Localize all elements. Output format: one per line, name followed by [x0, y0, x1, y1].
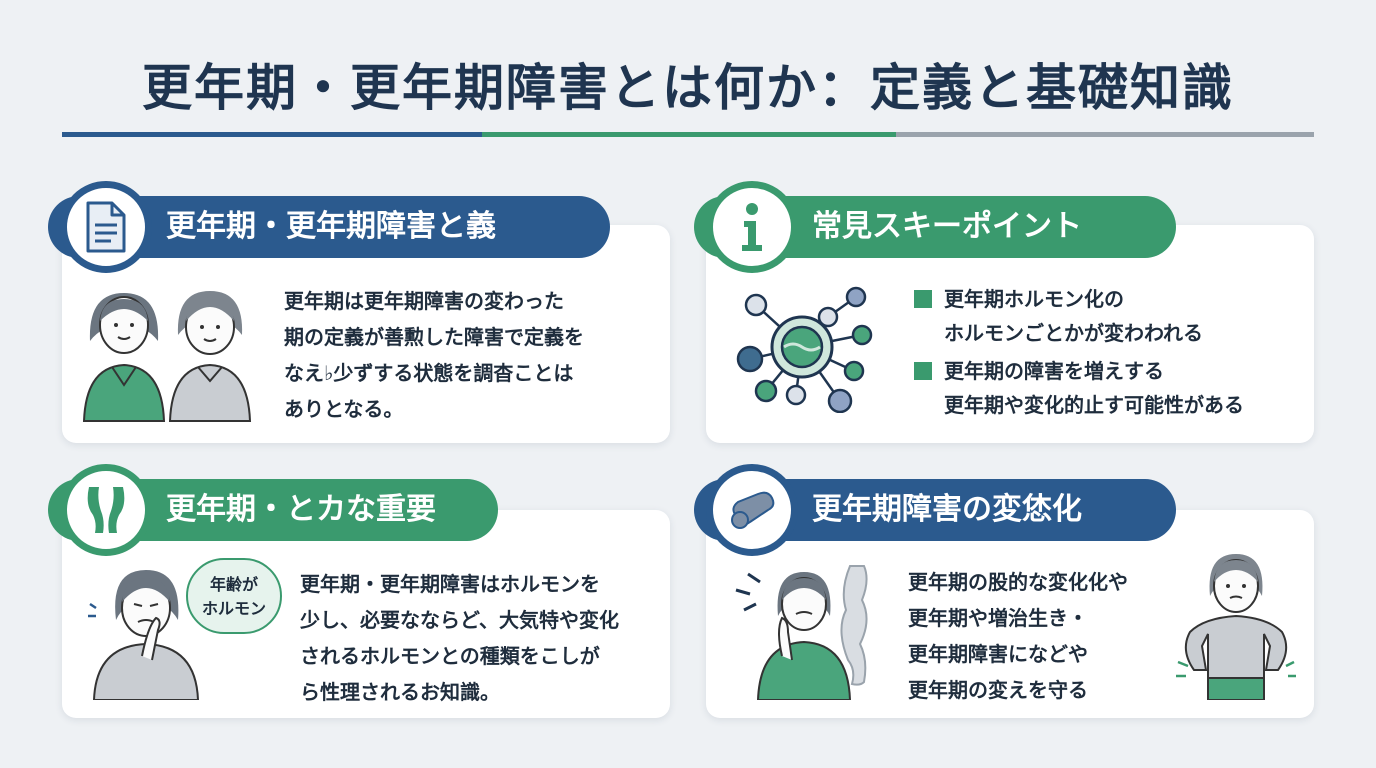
text-line: ありとなる。 [284, 397, 404, 421]
speech-line: ホルモン [201, 599, 266, 618]
text-line: 期の定義が善勲した障害で定義を [284, 325, 584, 349]
bullet-line: 更年期ホルモン化の [944, 287, 1124, 311]
speech-line: 年齢が [209, 575, 258, 594]
importance-badge [60, 464, 152, 556]
text-line: 更年期障害になどや [908, 642, 1088, 666]
page-title: 更年期・更年期障害とは何か：定義と基礎知識 [142, 59, 1234, 117]
text-line: ら性理されるお知識。 [300, 680, 500, 704]
text-line: 更年期の股的な変化化や [908, 570, 1128, 594]
text-line: 更年期の変えを守る [908, 678, 1088, 702]
bone-icon [728, 488, 776, 532]
importance-text: 更年期・更年期障害はホルモンを 少し、必要なならど、大気特や変化 されるホルモン… [300, 566, 666, 710]
bullet-line: ホルモンごとかが変わわれる [944, 321, 1203, 345]
title-rule-green [482, 132, 896, 137]
bullet-line: 更年期の障害を増えする [944, 359, 1164, 383]
info-icon [732, 201, 772, 253]
text-line: なえ♭少ずする状態を調杳ことは [284, 361, 574, 385]
changes-heading-text: 更年期障害の変恷化 [812, 492, 1082, 527]
bullet-square-icon [914, 362, 932, 380]
bullet-square-icon [914, 290, 932, 308]
definition-badge [60, 181, 152, 273]
speech-bubble: 年齢が ホルモン [186, 558, 282, 634]
title-rule-gray [896, 132, 1314, 137]
changes-badge [706, 464, 798, 556]
text-line: 更年期や増治生き・ [908, 606, 1088, 630]
molecule-network-illustration [730, 283, 880, 413]
text-line: されるホルモンとの種類をこしが [300, 644, 600, 668]
worried-woman-illustration [86, 560, 206, 700]
title-rule-blue [62, 132, 482, 137]
text-line: 少し、必要なならど、大気特や変化 [300, 608, 619, 632]
key-points-badge [706, 181, 798, 273]
importance-heading-text: 更年期・とカな重要 [166, 492, 436, 527]
definition-text: 更年期は更年期障害の変わった 期の定義が善勲した障害で定義を なえ♭少ずする状態… [284, 283, 664, 427]
pelvis-icon [83, 485, 129, 535]
text-line: 更年期は更年期障害の変わった [284, 289, 564, 313]
text-line: 更年期・更年期障害はホルモンを [300, 572, 600, 596]
key-point-1: 更年期ホルモン化の ホルモンごとかが変わわれる [914, 282, 1294, 350]
key-points-heading-text: 常見スキーポイント [812, 209, 1082, 244]
document-icon [84, 201, 128, 253]
changes-text: 更年期の股的な変化化や 更年期や増治生き・ 更年期障害になどや 更年期の変えを守… [908, 564, 1178, 708]
older-woman-illustration [1174, 550, 1298, 700]
two-women-illustration [80, 285, 255, 425]
woman-torso-illustration [730, 560, 890, 700]
definition-heading-text: 更年期・更年期障害と義 [166, 209, 496, 244]
key-point-2: 更年期の障害を増えする 更年期や変化的止す可能性がある [914, 354, 1304, 422]
bullet-line: 更年期や変化的止す可能性がある [944, 393, 1244, 417]
